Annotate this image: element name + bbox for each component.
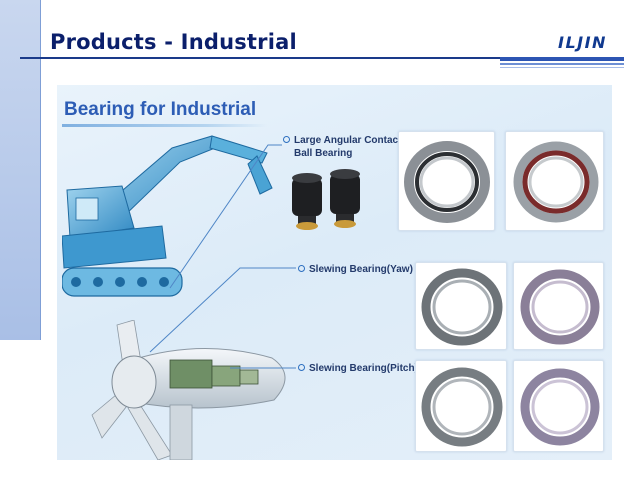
slewing-pitch-photo-1: [415, 360, 507, 452]
label-slewing-yaw: Slewing Bearing(Yaw): [298, 263, 413, 276]
slide-title: Products - Industrial: [50, 30, 297, 54]
label-slewing-pitch: Slewing Bearing(Pitch): [298, 362, 418, 375]
bullet-icon: [298, 264, 305, 272]
title-rule-accent-2: [500, 63, 624, 65]
left-accent-bar: [0, 0, 40, 340]
slewing-pitch-photo-2: [513, 360, 604, 452]
wind-turbine-illustration: [91, 320, 286, 460]
bullet-icon: [283, 135, 290, 143]
angular-bearing-photo-2: [505, 131, 604, 231]
iljin-logo: ILJIN: [558, 32, 607, 52]
title-rule: [20, 57, 500, 59]
angular-bearing-photo-1: [398, 131, 495, 231]
logo-text: ILJIN: [558, 32, 607, 52]
slewing-yaw-photo-2: [513, 262, 604, 350]
excavator-illustration: [62, 135, 273, 297]
motor-product-image: [292, 169, 360, 230]
bullet-icon: [298, 363, 305, 371]
title-rule-accent-3: [500, 67, 624, 68]
heading-underline: [62, 124, 267, 127]
left-accent-line: [40, 0, 41, 340]
slewing-yaw-photo-1: [415, 262, 507, 350]
label-angular-contact: Large Angular Contact Ball Bearing: [283, 134, 401, 160]
title-rule-accent: [500, 57, 624, 61]
panel-heading: Bearing for Industrial: [64, 99, 257, 120]
